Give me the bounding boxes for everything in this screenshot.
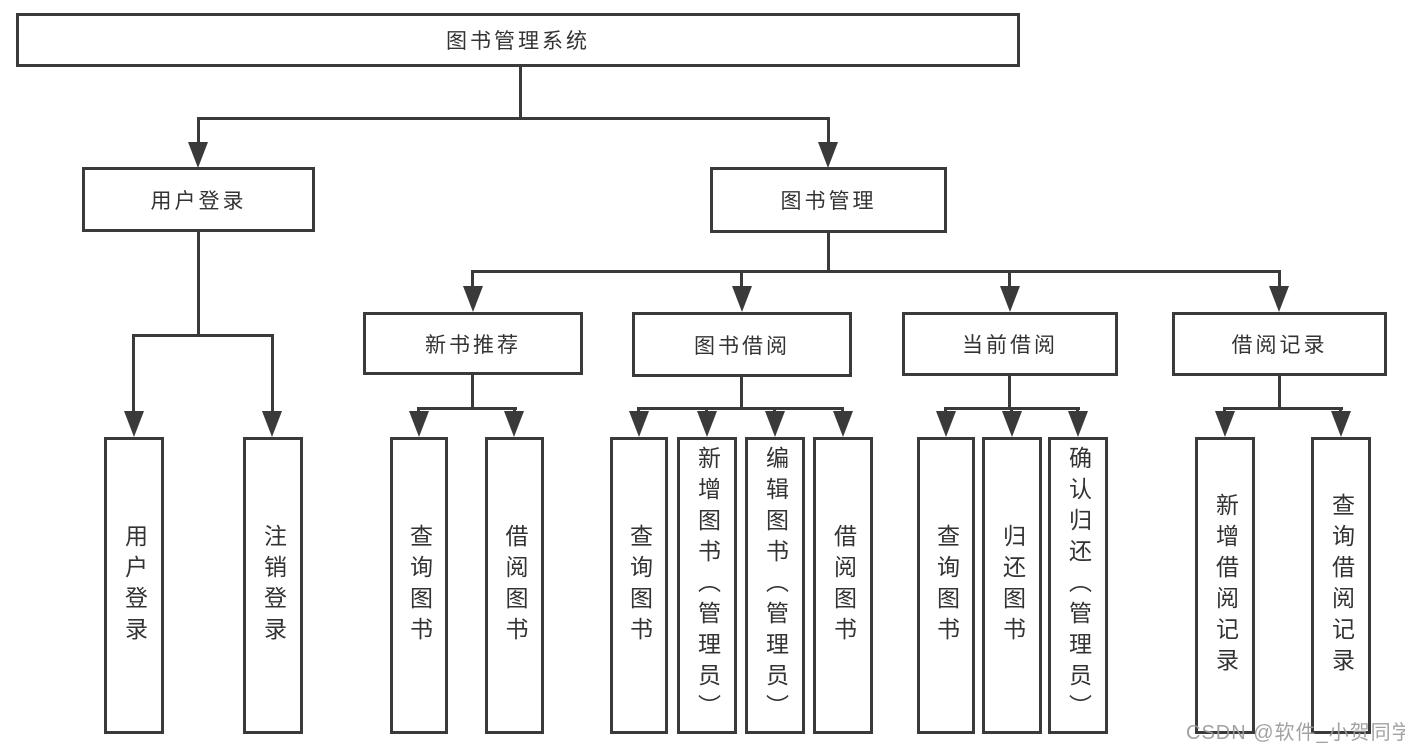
edge-mgmt-stem-3 xyxy=(1008,270,1011,288)
edge-mgmt-stem-1 xyxy=(471,270,474,288)
arrow-down-icon xyxy=(463,286,483,312)
edge-borrowing-split xyxy=(637,407,844,410)
arrow-down-icon xyxy=(1002,411,1022,437)
arrow-down-icon xyxy=(1269,286,1289,312)
leaf-user-login: 用户登录 xyxy=(104,437,164,734)
arrow-down-icon xyxy=(732,286,752,312)
edge-borrowing-stem-1 xyxy=(637,407,640,414)
leaf-query-book-current: 查询图书 xyxy=(917,437,975,734)
leaf-confirm-return-admin: 确认归还（管理员） xyxy=(1048,437,1108,734)
edge-login-stem-1 xyxy=(132,334,135,413)
edge-records-stem-1 xyxy=(1223,407,1226,414)
edge-borrowing-stub xyxy=(740,377,743,410)
arrow-down-icon xyxy=(697,411,717,437)
leaf-borrow-book: 借阅图书 xyxy=(813,437,873,734)
leaf-query-book-recommend: 查询图书 xyxy=(390,437,448,734)
edge-mgmt-stem-4 xyxy=(1278,270,1281,288)
arrow-down-icon xyxy=(833,411,853,437)
arrow-down-icon xyxy=(1215,411,1235,437)
leaf-return-book: 归还图书 xyxy=(982,437,1042,734)
edge-recommend-stem-1 xyxy=(417,407,420,414)
edge-recommend-stem-2 xyxy=(513,407,516,414)
edge-root-stem-right xyxy=(827,117,830,145)
edge-records-split xyxy=(1223,407,1343,410)
watermark-text: CSDN @软件_小贺同学 xyxy=(1186,722,1405,744)
arrow-down-icon xyxy=(188,142,208,168)
node-user-login: 用户登录 xyxy=(82,167,315,232)
node-book-borrowing: 图书借阅 xyxy=(632,312,852,377)
leaf-query-book-borrow: 查询图书 xyxy=(610,437,668,734)
node-current-borrowing: 当前借阅 xyxy=(902,312,1118,376)
arrow-down-icon xyxy=(124,411,144,437)
arrow-down-icon xyxy=(818,142,838,168)
edge-records-stem-2 xyxy=(1339,407,1342,414)
edge-current-stem-1 xyxy=(944,407,947,414)
arrow-down-icon xyxy=(936,411,956,437)
edge-current-stem-3 xyxy=(1076,407,1079,414)
arrow-down-icon xyxy=(504,411,524,437)
edge-current-stem-2 xyxy=(1010,407,1013,414)
node-library-system-root: 图书管理系统 xyxy=(16,13,1020,67)
edge-login-stub xyxy=(197,231,200,336)
node-borrowing-records: 借阅记录 xyxy=(1172,312,1387,376)
leaf-add-book-admin: 新增图书（管理员） xyxy=(677,437,737,734)
arrow-down-icon xyxy=(262,411,282,437)
arrow-down-icon xyxy=(765,411,785,437)
edge-mgmt-split xyxy=(471,270,1281,273)
edge-login-split xyxy=(132,334,274,337)
edge-current-stub xyxy=(1008,376,1011,410)
arrow-down-icon xyxy=(1000,286,1020,312)
edge-borrowing-stem-3 xyxy=(773,407,776,414)
leaf-borrow-book-recommend: 借阅图书 xyxy=(485,437,544,734)
edge-records-stub xyxy=(1278,376,1281,410)
edge-borrowing-stem-4 xyxy=(841,407,844,414)
edge-login-stem-2 xyxy=(271,334,274,413)
edge-mgmt-stub xyxy=(827,232,830,273)
edge-root-stem-left xyxy=(197,117,200,145)
leaf-query-borrow-record: 查询借阅记录 xyxy=(1311,437,1371,734)
leaf-add-borrow-record: 新增借阅记录 xyxy=(1195,437,1255,734)
node-new-book-recommendation: 新书推荐 xyxy=(363,312,583,375)
leaf-logout: 注销登录 xyxy=(243,437,303,734)
edge-root-stub xyxy=(519,65,522,119)
leaf-edit-book-admin: 编辑图书（管理员） xyxy=(745,437,805,734)
edge-root-split xyxy=(197,117,830,120)
edge-mgmt-stem-2 xyxy=(740,270,743,288)
edge-recommend-stub xyxy=(471,374,474,410)
node-book-management: 图书管理 xyxy=(710,167,947,233)
arrow-down-icon xyxy=(1068,411,1088,437)
arrow-down-icon xyxy=(629,411,649,437)
arrow-down-icon xyxy=(409,411,429,437)
edge-borrowing-stem-2 xyxy=(705,407,708,414)
arrow-down-icon xyxy=(1331,411,1351,437)
edge-recommend-split xyxy=(417,407,517,410)
